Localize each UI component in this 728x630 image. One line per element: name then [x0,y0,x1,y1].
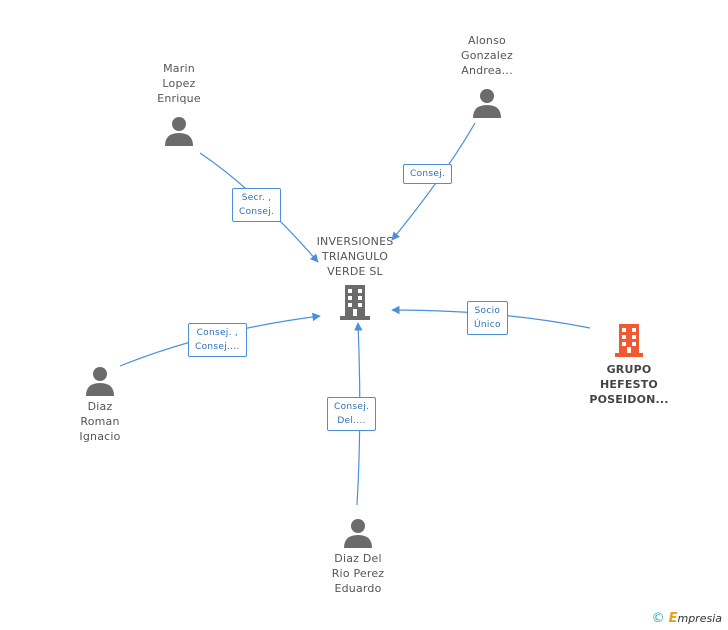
edge-label-grupo[interactable]: Socio Único [467,301,508,335]
edge-label-line: Consej.... [195,342,240,352]
edge-label-line: Consej. [334,402,370,412]
label-line: GRUPO [606,363,652,376]
label-line: Enrique [157,92,201,105]
building-icon [615,324,643,357]
edge-label-line: Secr. , [241,193,272,203]
label-line: Roman [80,415,120,428]
label-line: Rio Perez [331,567,385,580]
node-label: GRUPO HEFESTO POSEIDON... [574,362,684,407]
edge-label-line: Único [474,320,501,330]
label-line: Alonso [468,34,506,47]
node-label: Diaz Del Rio Perez Eduardo [316,551,400,596]
node-diaz-roman[interactable]: Diaz Roman Ignacio [60,366,140,444]
node-diaz-del-rio[interactable]: Diaz Del Rio Perez Eduardo [316,518,400,596]
node-label: Alonso Gonzalez Andrea... [447,33,527,78]
node-alonso-gonzalez[interactable]: Alonso Gonzalez Andrea... [447,33,527,118]
node-grupo-hefesto[interactable]: GRUPO HEFESTO POSEIDON... [574,324,684,407]
edge-label-marin[interactable]: Secr. , Consej. [232,188,282,222]
label-line: Gonzalez [461,49,513,62]
person-icon [86,367,114,396]
node-label: INVERSIONES TRIANGULO VERDE SL [300,234,410,279]
building-icon [340,285,370,320]
person-icon [473,89,501,118]
edge-label-line: Consej. , [196,328,239,338]
label-line: Diaz [87,400,113,413]
edge-label-diaz-roman[interactable]: Consej. , Consej.... [188,323,247,357]
node-inversiones-triangulo[interactable]: INVERSIONES TRIANGULO VERDE SL [300,234,410,321]
node-label: Diaz Roman Ignacio [60,399,140,444]
person-icon [165,117,193,146]
edge-label-line: Consej. [239,207,275,217]
label-line: Eduardo [334,582,382,595]
brand-logo-text: mpresia [677,612,722,625]
label-line: POSEIDON... [589,393,669,406]
label-line: TRIANGULO [321,250,389,263]
label-line: VERDE SL [327,265,383,278]
edge-label-line: Consej. [410,169,446,179]
copyright-symbol: © [651,611,665,626]
label-line: Marin [163,62,195,75]
node-label: Marin Lopez Enrique [139,61,219,106]
label-line: Diaz Del [334,552,382,565]
node-marin-lopez[interactable]: Marin Lopez Enrique [139,61,219,146]
person-icon [344,519,372,548]
label-line: Lopez [162,77,196,90]
edge-label-alonso[interactable]: Consej. [403,164,453,184]
brand-footer: ©Empresia [652,611,722,626]
edge-label-diaz-del-rio[interactable]: Consej. Del.... [327,397,377,431]
brand-logo-initial: E [668,611,678,626]
edge-label-line: Del.... [337,416,366,426]
label-line: Andrea... [461,64,513,77]
label-line: INVERSIONES [316,235,394,248]
edge-label-line: Socio [474,306,501,316]
label-line: HEFESTO [600,378,658,391]
label-line: Ignacio [79,430,121,443]
